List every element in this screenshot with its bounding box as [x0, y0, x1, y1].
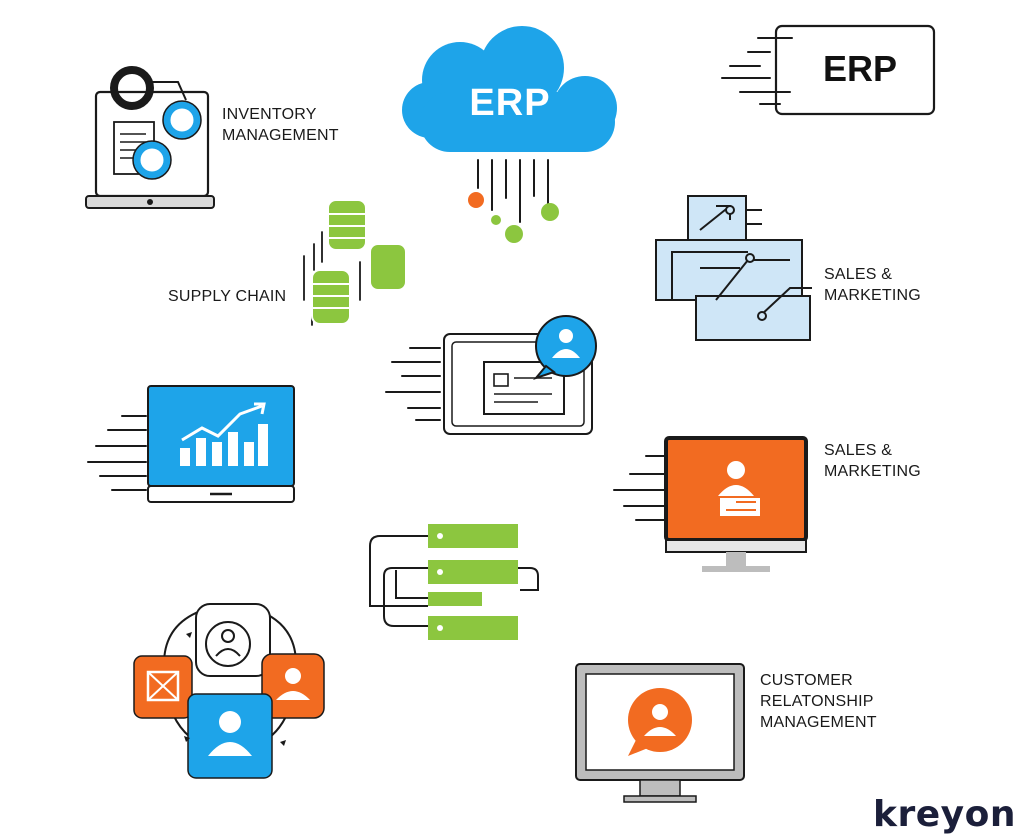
erp-box-icon — [721, 24, 936, 116]
server-rack-icon — [369, 524, 539, 640]
inventory-management-label: INVENTORY MANAGEMENT — [222, 106, 339, 144]
erp-box-title: ERP — [822, 48, 898, 89]
cloud-erp-title: ERP — [469, 82, 551, 124]
cloud-icon — [402, 26, 617, 243]
laptop-gears-icon — [85, 66, 215, 209]
contact-card-icon — [385, 315, 597, 435]
sales-marketing-label-1: SALES & MARKETING — [824, 266, 921, 304]
crm-monitor-icon — [575, 663, 745, 803]
kreyon-logo: kreyon — [873, 794, 1016, 835]
database-icon — [303, 199, 407, 326]
crm-label: CUSTOMER RELATONSHIP MANAGEMENT — [760, 672, 877, 731]
supply-chain-label: SUPPLY CHAIN — [168, 288, 287, 305]
growth-chart-monitor-icon — [87, 385, 295, 503]
schematic-icon — [655, 195, 812, 341]
user-network-icon — [133, 602, 325, 779]
sales-marketing-label-2: SALES & MARKETING — [824, 442, 921, 480]
user-monitor-icon — [613, 436, 808, 572]
